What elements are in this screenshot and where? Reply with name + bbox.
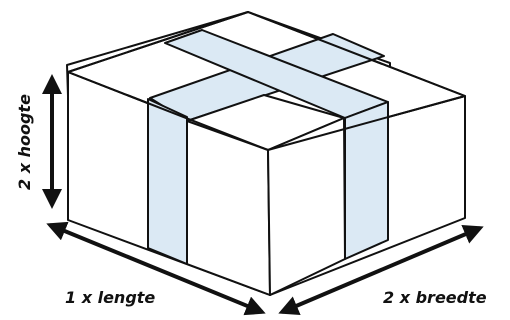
strap-left-face bbox=[148, 99, 187, 264]
box-group bbox=[67, 12, 465, 295]
strap-right-face bbox=[345, 102, 388, 259]
front-block-left bbox=[187, 121, 270, 295]
length-label: 1 x lengte bbox=[65, 288, 155, 307]
width-label: 2 x breedte bbox=[383, 288, 487, 307]
height-label: 2 x hoogte bbox=[15, 94, 34, 190]
